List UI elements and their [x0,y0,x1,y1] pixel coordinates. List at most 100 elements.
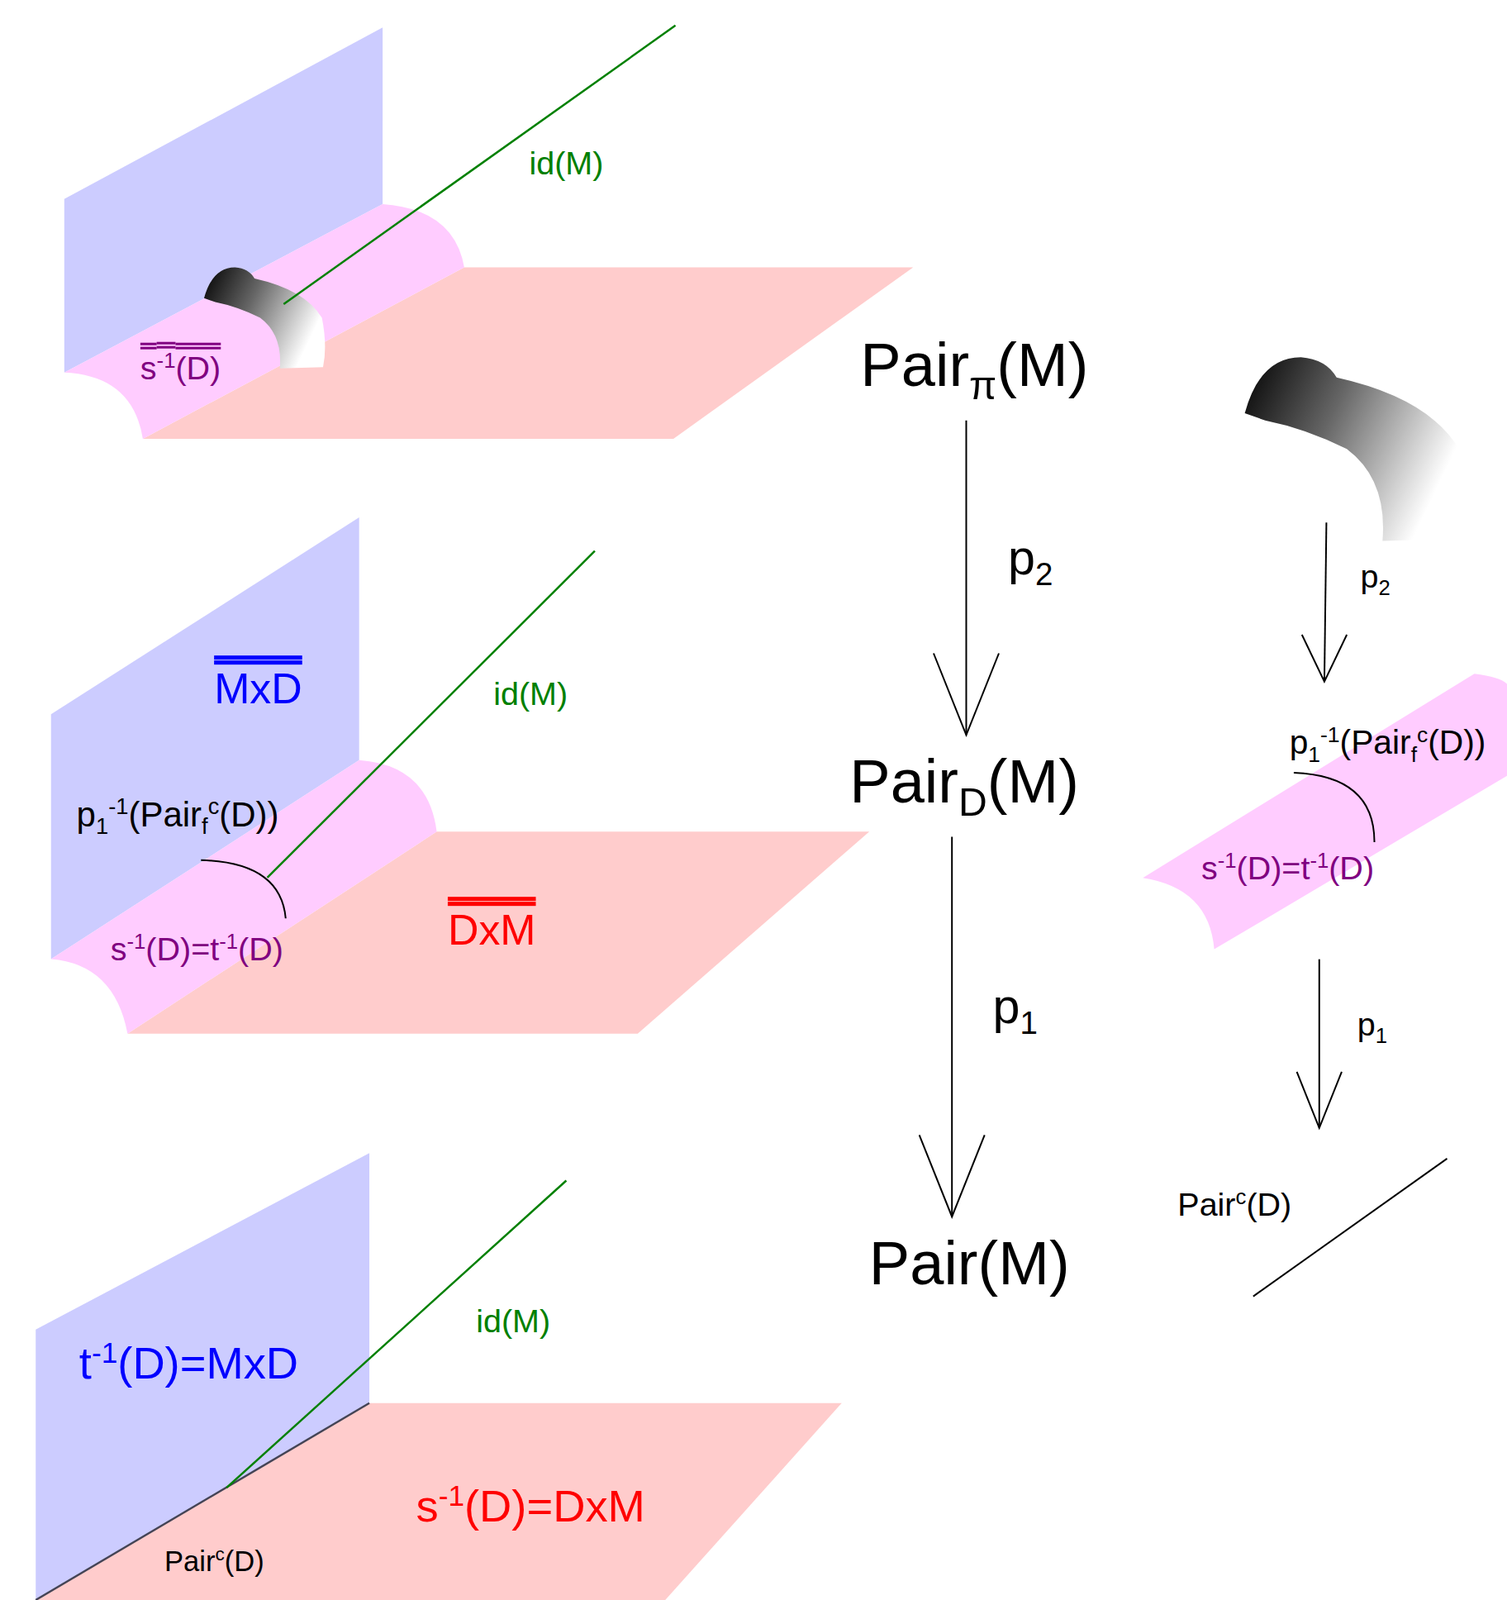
region-label: id(M) [528,144,604,182]
projection-label: p1 [1357,1005,1388,1048]
floor-plane [35,1402,842,1600]
text-run: t [1300,849,1310,886]
text-run: -1 [108,793,129,819]
arrow-head [933,653,999,736]
text-run: c [1416,722,1428,747]
node-outline [1137,668,1507,955]
text-run: (D) [224,1545,265,1577]
text-run: s [415,1479,438,1531]
text-run: (D) [175,348,221,386]
text-run: (M) [996,330,1089,400]
projection-label: p2 [1007,529,1053,593]
space-name: Pairπ(M) [860,329,1089,409]
space-label: Pairπ(M) [850,323,1099,415]
text-run: 2 [1378,576,1391,600]
node-label: s-1(D)=t-1(D) [1201,847,1374,887]
blob-shape [1245,356,1465,541]
projection-arrow [919,836,985,1217]
text-run: 1 [1375,1023,1388,1047]
projection-label: p1 [993,978,1038,1042]
diagonal-line [1252,1158,1447,1297]
text-run: p [1289,723,1309,762]
text-run: (D)) [1427,723,1486,762]
text-run: 1 [95,812,109,839]
leader-arc [200,860,286,918]
arrow-shaft [1324,522,1327,682]
region-label: s-1(D)=DxM [415,1478,645,1532]
text-run: s [110,930,128,967]
region-label: id(M) [493,675,568,713]
text-run: p [1360,558,1379,595]
identity-line [283,25,676,305]
region-label: s-1(D) [140,347,221,387]
text-run: p [76,794,96,834]
space-label: Pair(M) [859,1221,1080,1305]
text-run: t [79,1336,92,1388]
projection-arrow [1297,959,1342,1128]
text-run: Pair [849,746,959,816]
text-run: 2 [1035,556,1053,592]
arrow-shaft [950,836,953,1217]
text-run: Pair [860,330,970,400]
text-run: (M) [978,1228,1070,1298]
text-run: (D) [1245,1185,1292,1222]
text-run: = [1281,849,1301,886]
band-shape: p1-1(Pairfc(D))s-1(D)=t-1(D) [1137,668,1507,955]
space-name: Pair(M) [869,1227,1070,1298]
text-run: MxD [213,664,303,713]
projection-arrow [933,420,999,736]
text-run: id(M) [493,675,568,712]
arrow-head [919,1134,985,1217]
text-run: (D) [1328,849,1374,886]
text-run: (D) [1236,849,1282,886]
identity-line [267,551,595,878]
text-run: -1 [1320,722,1341,747]
text-run: f [1411,741,1417,767]
blob-shape [204,266,325,368]
text-run: (D)) [218,794,279,834]
text-run: (D) [145,930,191,967]
region-label: p1-1(Pairfc(D)) [76,793,280,840]
text-run: t [209,930,219,967]
diagonal-band [51,760,438,1034]
text-run: -1 [127,929,147,953]
text-run: Pair [869,1228,979,1298]
arrow-shaft [965,420,967,736]
text-run: (M) [987,746,1080,816]
text-run: ( [128,794,140,834]
text-run: -1 [1309,847,1329,871]
band-fill [1142,673,1507,949]
text-run: id(M) [528,144,604,181]
region-label: DxM [447,905,537,956]
region-label: p2 [1360,558,1391,601]
text-run: -1 [1217,847,1237,871]
text-run: -1 [438,1478,465,1511]
arrow-head [1297,1071,1342,1128]
text-run: = [190,930,210,967]
arrow-shaft [1318,959,1321,1128]
text-run: id(M) [475,1302,551,1340]
text-run: -1 [156,347,176,371]
text-run: s [140,348,157,386]
text-run: Pair [164,1545,215,1577]
text-run: s [1201,849,1218,886]
text-run: -1 [91,1335,118,1368]
text-run: -1 [218,929,238,953]
diagonal-edge [35,1402,370,1600]
text-run: 1 [1307,741,1321,767]
diagonal-node: Pairc(D) [1158,1132,1450,1302]
text-run: (D)=DxM [464,1479,646,1531]
text-run: 1 [1020,1004,1038,1041]
text-run: c [208,793,220,819]
text-run: (D)=MxD [117,1336,299,1388]
diagonal-band [64,204,465,439]
text-run: (D) [237,930,284,967]
text-run: p [1357,1005,1376,1042]
space-label: PairD(M) [839,739,1089,832]
identity-line [226,1180,566,1488]
text-run: Pair [1350,723,1411,762]
leader-arc [1293,772,1375,842]
region-label: id(M) [475,1302,551,1341]
text-run: D [958,779,988,824]
